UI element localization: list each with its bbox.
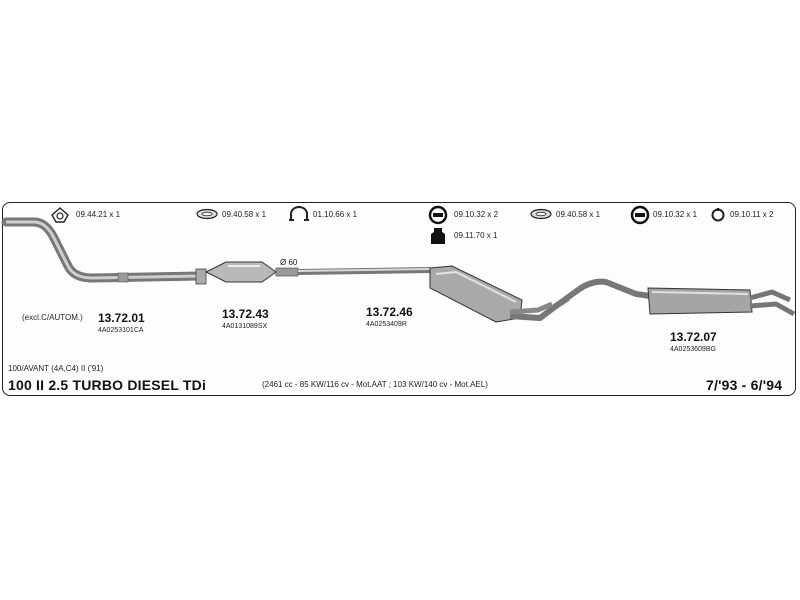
oem-number: 4A0253101CA: [98, 327, 144, 334]
rubber-mount-icon: [630, 205, 650, 225]
hardware-label: 09.40.58 x 1: [556, 210, 601, 219]
model-line: 100/AVANT (4A,C4) II ('91): [8, 364, 104, 373]
hardware-label: 01.10.66 x 1: [313, 210, 358, 219]
hardware-label: 09.10.32 x 2: [454, 210, 499, 219]
part-note: (excl.C/AUTOM.): [22, 313, 83, 322]
ring-clamp-icon: [711, 208, 725, 222]
rear-link-pipe: [554, 278, 651, 309]
part-number: 13.72.43: [222, 307, 269, 321]
u-clamp-icon: [289, 206, 309, 221]
oem-number: 4A0253409R: [366, 321, 407, 328]
front-pipe: [1, 217, 205, 283]
catalytic-converter: [204, 261, 299, 283]
rubber-mount-icon: [428, 205, 448, 225]
hardware-label: 09.44.21 x 1: [76, 210, 121, 219]
oem-number: 4A0131089SX: [222, 323, 268, 330]
rear-silencer: [647, 287, 796, 317]
hardware-label: 09.40.58 x 1: [222, 210, 267, 219]
rubber-bushing-icon: [431, 228, 445, 244]
hardware-label: 09.10.11 x 2: [730, 210, 774, 219]
gasket-ring-icon: [196, 208, 218, 220]
center-silencer: [429, 265, 570, 323]
production-years: 7/'93 - 6/'94: [706, 377, 783, 393]
oem-number: 4A0253609BG: [670, 346, 716, 353]
hardware-label: 09.11.70 x 1: [454, 231, 498, 240]
hanger-clamp-icon: [51, 207, 69, 223]
diameter-label: Ø 60: [280, 258, 298, 267]
engine-details: (2461 cc - 85 KW/116 cv - Mot.AAT ; 103 …: [262, 380, 488, 389]
part-number: 13.72.01: [98, 311, 145, 325]
part-number: 13.72.46: [366, 305, 413, 319]
gasket-ring-icon: [530, 208, 552, 220]
vehicle-title: 100 II 2.5 TURBO DIESEL TDi: [8, 377, 207, 393]
part-number: 13.72.07: [670, 330, 717, 344]
hardware-label: 09.10.32 x 1: [653, 210, 698, 219]
